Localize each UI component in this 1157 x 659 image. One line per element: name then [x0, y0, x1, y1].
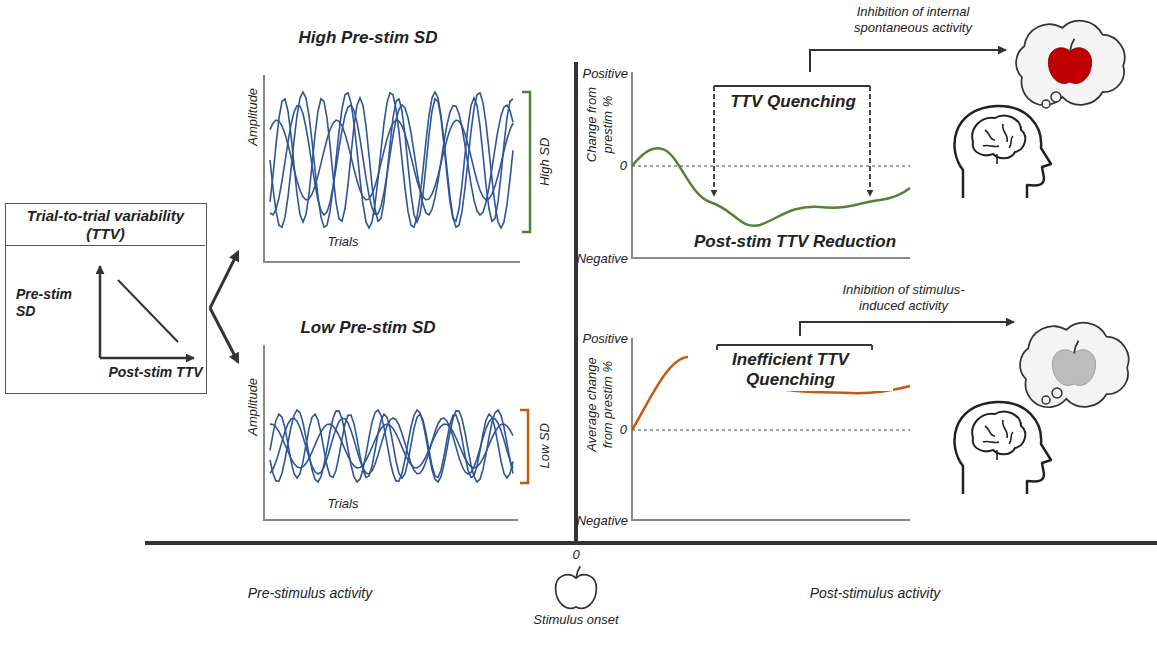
drawing-part — [1020, 323, 1129, 408]
drawing-part — [1016, 21, 1125, 106]
drawing-part — [264, 75, 520, 262]
fork-arrow — [210, 252, 238, 308]
drawing-part — [1020, 323, 1129, 408]
bracket-label: Low SD — [537, 416, 553, 476]
wave-trace — [270, 414, 513, 478]
head-icon — [954, 402, 1051, 494]
axis-tick: 0 — [612, 422, 627, 438]
axis-label: Negative — [560, 513, 628, 529]
panel-title: Low Pre-stim SD — [278, 318, 458, 338]
drawing-part — [810, 50, 1006, 72]
box-heading: Trial-to-trial variability (TTV) — [6, 204, 205, 246]
axis-label: Amplitude — [245, 367, 261, 447]
drawing-part — [800, 322, 1014, 336]
curve-label: Post-stim TTV Reduction — [690, 232, 900, 252]
drawing-part — [1051, 92, 1061, 102]
ttv-curve — [632, 148, 910, 226]
plot-axes — [264, 75, 520, 520]
wave-traces — [270, 92, 513, 482]
stimulus-divider — [574, 62, 578, 545]
wave-trace — [270, 120, 513, 200]
drawing-part — [1048, 39, 1091, 84]
axis-label: Amplitude — [245, 77, 261, 157]
axis-label: Trials — [313, 234, 373, 250]
drawing-part — [632, 430, 910, 431]
stimulus-label: Stimulus onset — [531, 612, 621, 628]
drawing-part — [632, 166, 910, 167]
annotation: Inhibition of internal spontaneous activ… — [818, 4, 1008, 35]
drawing-part — [99, 266, 102, 358]
drawing-part — [118, 280, 178, 342]
axis-label: Positive — [566, 66, 628, 82]
axis-label: Negative — [560, 251, 628, 267]
wave-trace — [270, 424, 513, 468]
drawing-part — [1042, 396, 1050, 404]
axis-label: Change from prestim % — [584, 83, 615, 167]
drawing-part — [1052, 388, 1062, 398]
phase-label: Pre-stimulus activity — [225, 585, 395, 602]
wave-trace — [270, 410, 513, 482]
time-zero: 0 — [566, 547, 586, 563]
drawing-part — [1052, 341, 1095, 386]
thought-bubble — [1020, 323, 1129, 408]
annotation: Inhibition of stimulus-induced activity — [826, 282, 981, 313]
bracket-label: TTV Quenching — [722, 92, 864, 112]
fork-arrow — [210, 308, 238, 362]
drawing-part — [1016, 21, 1125, 106]
drawing-part — [717, 344, 872, 346]
drawing-part — [632, 72, 910, 258]
wave-trace — [270, 92, 513, 228]
axis-label: Positive — [566, 331, 628, 347]
drawing-part — [954, 402, 1051, 494]
thought-bubble — [1016, 21, 1125, 108]
drawing-part — [1052, 341, 1095, 386]
drawing-part — [264, 345, 518, 520]
mini-plot — [100, 266, 194, 358]
axis-label: Trials — [313, 496, 373, 512]
head-icon — [954, 106, 1051, 198]
plot-panel: High Pre-stim SD AmplitudeTrials High SD — [238, 22, 563, 272]
drawing-part — [632, 338, 910, 520]
panel-title: High Pre-stim SD — [278, 28, 458, 48]
time-axis — [145, 541, 1157, 545]
concept-box: Trial-to-trial variability (TTV) Pre-stim… — [5, 203, 207, 394]
drawing-part — [713, 86, 715, 196]
wave-trace — [270, 98, 513, 222]
low-sd-bracket — [520, 410, 528, 483]
stimulus-apple — [556, 566, 597, 608]
drawing-part — [1042, 100, 1050, 108]
drawing-part — [1048, 39, 1091, 84]
drawing-part — [714, 85, 870, 87]
plot-panel: Low Pre-stim SD AmplitudeTrials Low SD — [238, 312, 563, 525]
drawing-part — [869, 86, 871, 196]
drawing-part — [556, 566, 597, 608]
bracket-label: High SD — [537, 132, 553, 192]
high-sd-bracket — [522, 92, 530, 232]
axis-label: Average change from prestim % — [584, 349, 615, 461]
wave-trace — [270, 105, 513, 215]
drawing-part — [100, 357, 194, 360]
drawing-part — [954, 106, 1051, 198]
phase-label: Post-stimulus activity — [785, 585, 965, 602]
bracket-label: Inefficient TTV Quenching — [688, 350, 893, 391]
axis-label: Post-stim TTV — [106, 364, 205, 381]
axis-tick: 0 — [612, 158, 627, 174]
axis-label: Pre-stim SD — [16, 286, 91, 320]
